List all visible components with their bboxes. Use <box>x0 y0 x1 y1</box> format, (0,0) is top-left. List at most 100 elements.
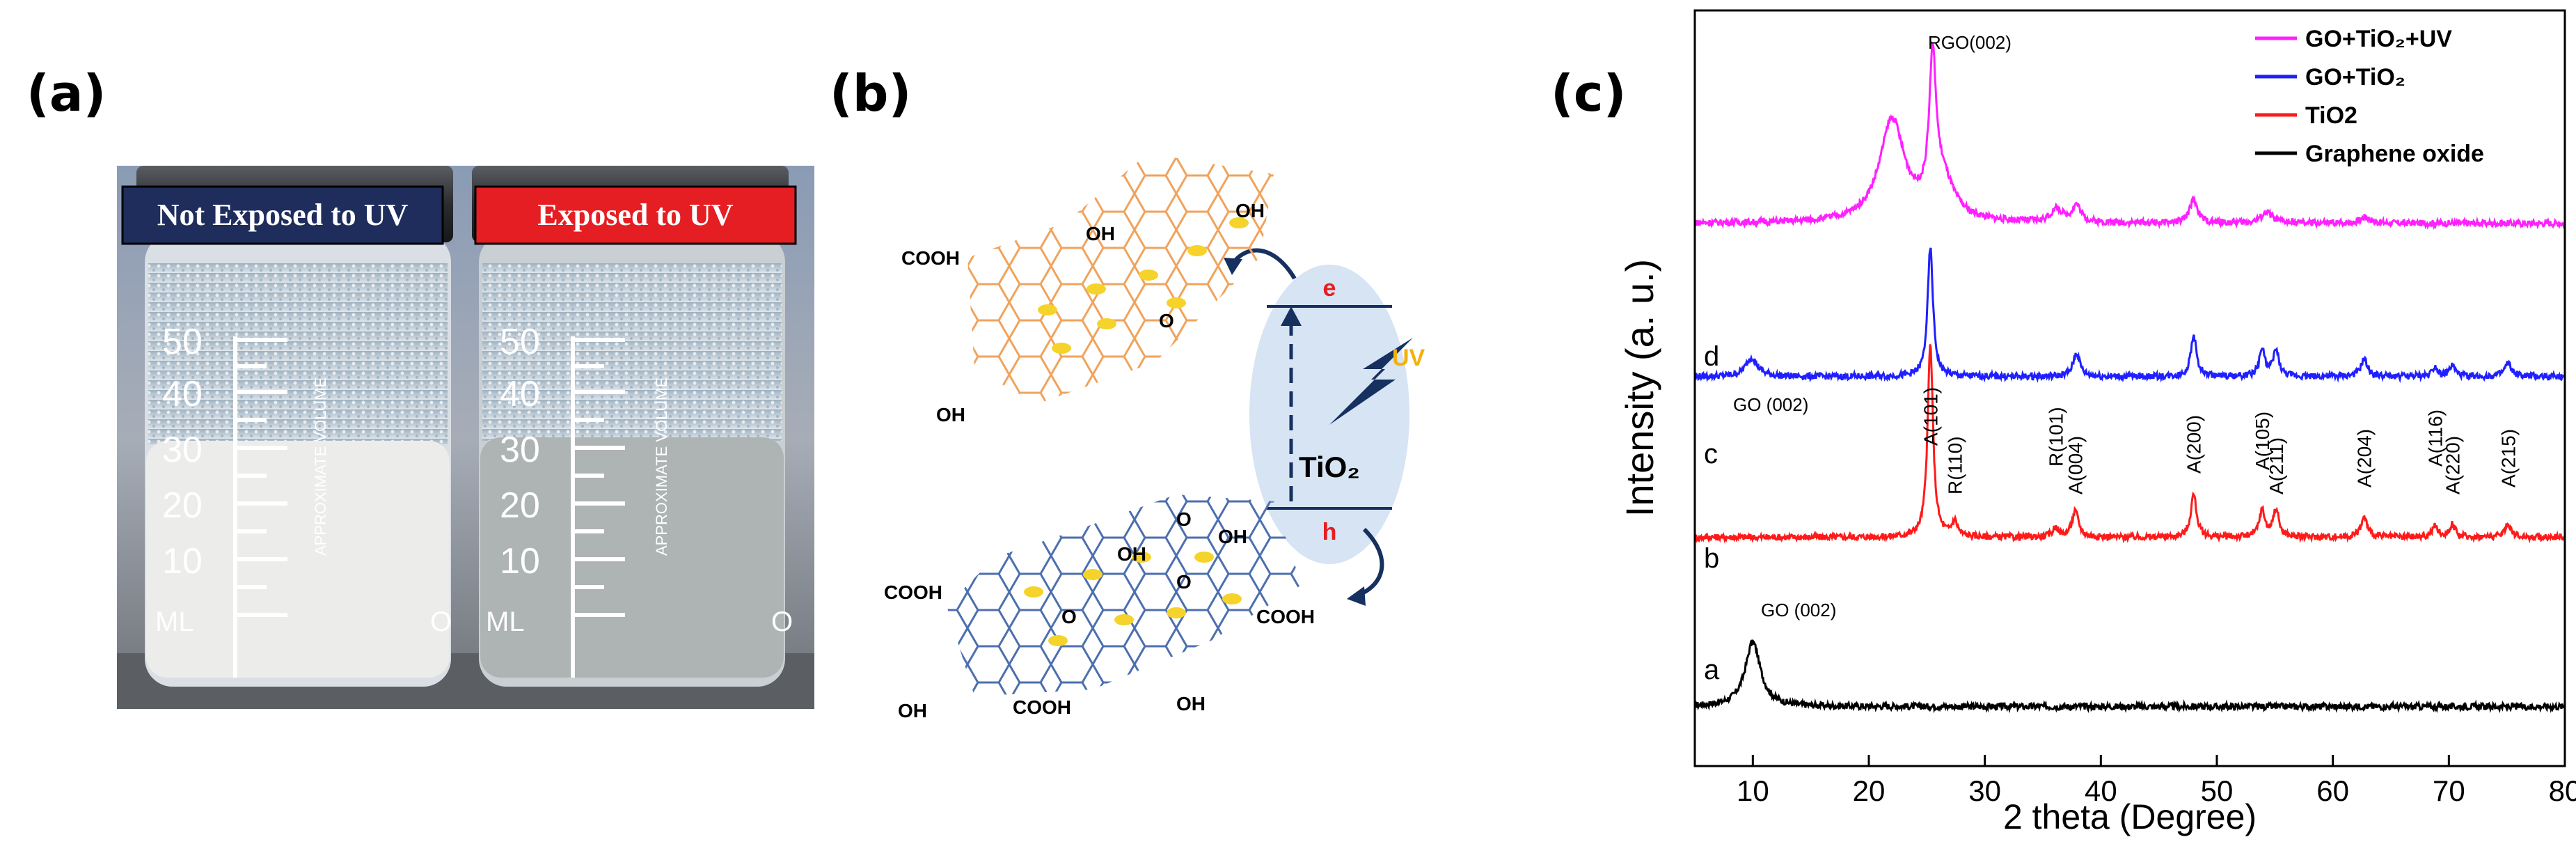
left-scale-10: 10 <box>162 541 203 581</box>
photocatalysis-schematic: e h TiO₂ UV COOH OH OH OH O <box>884 139 1545 752</box>
upper-cooh: COOH <box>901 247 960 269</box>
panel-label-c: (c) <box>1551 64 1627 123</box>
lower-o-3: O <box>1061 606 1077 627</box>
annotation-go-002-a: GO (002) <box>1761 600 1836 620</box>
go-sheet-upper: COOH OH OH OH O <box>901 153 1274 426</box>
jars-photo: 50 40 30 20 10 ML APPROXIMATE VOLUME O N… <box>117 166 814 709</box>
jars-photo-svg: 50 40 30 20 10 ML APPROXIMATE VOLUME O N… <box>117 166 814 709</box>
upper-o: O <box>1159 310 1174 331</box>
x-axis-label: 2 theta (Degree) <box>2003 797 2257 836</box>
legend-label-tio2: TiO2 <box>2305 102 2357 129</box>
series-line-d <box>1694 40 2566 231</box>
left-corner-mark: O <box>430 607 452 637</box>
series-letter-a: a <box>1704 655 1720 685</box>
x-tick-label-80: 80 <box>2549 774 2576 807</box>
panel-label-b: (b) <box>830 64 912 123</box>
left-jar-liquid <box>146 441 450 678</box>
lower-oh-2: OH <box>1218 526 1247 547</box>
annotation-go-002-c: GO (002) <box>1733 394 1808 415</box>
upper-oh-3: OH <box>936 404 965 426</box>
lower-cooh-3: COOH <box>1013 696 1071 718</box>
left-jar-foam <box>148 263 448 444</box>
series-line-b <box>1693 344 2566 544</box>
right-scale-20: 20 <box>500 485 540 526</box>
xrd-marks <box>1693 40 2566 714</box>
legend-label-graphene-oxide: Graphene oxide <box>2305 141 2484 167</box>
legend: GO+TiO₂+UV GO+TiO₂ TiO2 Graphene oxide <box>2255 26 2484 167</box>
x-tick-label-60: 60 <box>2316 774 2349 807</box>
go-sheet-lower-lattice <box>947 494 1302 696</box>
right-jar-liquid <box>480 437 784 678</box>
series-letter-b: b <box>1704 543 1719 574</box>
right-jar: 50 40 30 20 10 ML APPROXIMATE VOLUME O E… <box>472 166 797 687</box>
right-unit: ML <box>486 607 525 637</box>
x-tick-label-20: 20 <box>1853 774 1886 807</box>
left-scale-20: 20 <box>162 485 203 526</box>
right-jar-scale-numbers: 50 40 30 20 10 ML <box>486 322 540 637</box>
peak-label-a211: A(211) <box>2266 437 2287 494</box>
peak-label-a101: A(101) <box>1920 387 1941 446</box>
tio2-label: TiO₂ <box>1299 451 1360 483</box>
left-jar-label-box <box>121 185 444 245</box>
x-tick-label-40: 40 <box>2085 774 2117 807</box>
legend-label-go-tio2: GO+TiO₂ <box>2305 64 2405 91</box>
left-jar-scale-numbers: 50 40 30 20 10 ML <box>155 322 203 637</box>
plot-frame <box>1693 9 2566 767</box>
peak-label-a105: A(105) <box>2252 412 2273 470</box>
peak-label-a116: A(116) <box>2424 409 2446 467</box>
peak-label-r110: R(110) <box>1944 436 1966 494</box>
left-jar-label: Not Exposed to UV <box>157 198 409 232</box>
right-vertical-text: APPROXIMATE VOLUME <box>653 377 670 556</box>
annotation-rgo-002: RGO(002) <box>1928 32 2012 53</box>
lower-cooh-1: COOH <box>884 581 942 603</box>
hole-transfer-arrowhead <box>1347 586 1366 606</box>
right-corner-mark: O <box>771 607 793 637</box>
x-tick-label-10: 10 <box>1737 774 1769 807</box>
right-scale-10: 10 <box>500 541 540 581</box>
upper-oh-2: OH <box>1235 200 1265 221</box>
peak-labels: A(101)R(110) R(101)A(004) A(200) A(105)A(21… <box>1920 387 2519 494</box>
legend-label-go-tio2-uv: GO+TiO₂+UV <box>2305 26 2452 52</box>
series-line-c <box>1693 247 2566 384</box>
right-jar-scale <box>571 336 625 678</box>
y-axis-label: Intensity (a. u.) <box>1618 259 1661 517</box>
left-jar: 50 40 30 20 10 ML APPROXIMATE VOLUME O N… <box>121 166 453 687</box>
lower-o-2: O <box>1176 571 1192 593</box>
left-vertical-text: APPROXIMATE VOLUME <box>312 377 329 556</box>
excitation-arrowhead <box>1281 306 1302 326</box>
peak-label-a200: A(200) <box>2183 415 2205 474</box>
x-tick-label-50: 50 <box>2201 774 2234 807</box>
right-jar-label-box <box>474 185 797 245</box>
x-tick-label-30: 30 <box>1968 774 2001 807</box>
left-scale-40: 40 <box>162 374 203 414</box>
peak-label-a004: A(004) <box>2065 436 2087 494</box>
right-scale-50: 50 <box>500 322 540 362</box>
hole-label: h <box>1322 519 1337 545</box>
lower-oh-3: OH <box>898 700 927 721</box>
left-scale-30: 30 <box>162 430 203 470</box>
go-sheet-lower: COOH COOH COOH OH OH OH OH O O O <box>884 494 1315 721</box>
lower-oh-1: OH <box>1117 543 1146 565</box>
xrd-chart-svg: 10 20 30 40 50 60 70 80 2 theta (Degree) Intens… <box>1618 9 2576 836</box>
x-axis-ticks: 10 20 30 40 50 60 70 80 <box>1737 755 2576 807</box>
right-scale-40: 40 <box>500 374 540 414</box>
x-tick-label-70: 70 <box>2433 774 2465 807</box>
go-sheet-upper-dots <box>1038 217 1249 354</box>
go-sheet-lower-dots <box>1024 552 1242 646</box>
lower-oh-4: OH <box>1176 693 1206 715</box>
peak-label-a220: A(220) <box>2442 436 2463 494</box>
series-letter-c: c <box>1704 439 1718 469</box>
electron-label: e <box>1323 275 1336 302</box>
panel-label-a: (a) <box>26 64 106 123</box>
right-scale-30: 30 <box>500 430 540 470</box>
left-unit: ML <box>155 607 194 637</box>
series-letter-d: d <box>1704 341 1719 372</box>
uv-label: UV <box>1392 345 1425 371</box>
lower-o-1: O <box>1176 508 1192 530</box>
series-line-a <box>1694 639 2566 714</box>
peak-label-r101: R(101) <box>2045 407 2067 467</box>
right-jar-foam <box>482 263 782 441</box>
right-jar-label: Exposed to UV <box>537 198 733 232</box>
upper-oh-1: OH <box>1086 223 1115 244</box>
left-scale-50: 50 <box>162 322 203 362</box>
